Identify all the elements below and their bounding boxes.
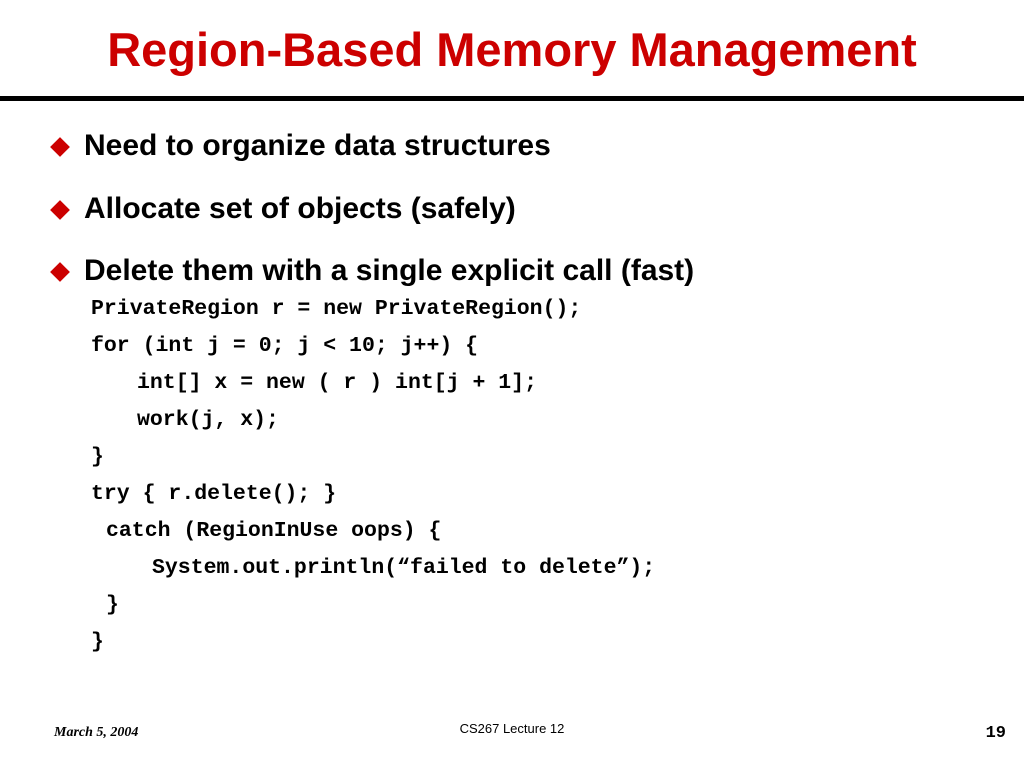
code-line: System.out.println(“failed to delete”);: [152, 556, 656, 580]
bullet-text: Allocate set of objects (safely): [84, 192, 516, 225]
code-line: try { r.delete(); }: [91, 482, 337, 506]
code-line: int[] x = new ( r ) int[j + 1];: [137, 371, 537, 395]
bullet-text: Delete them with a single explicit call …: [84, 254, 695, 287]
code-line: PrivateRegion r = new PrivateRegion();: [91, 297, 582, 321]
diamond-bullet-icon: [50, 262, 70, 282]
code-line: }: [106, 593, 119, 617]
code-line: }: [91, 630, 104, 654]
slide-title: Region-Based Memory Management: [107, 23, 917, 76]
bullet-text: Need to organize data structures: [84, 129, 551, 162]
diamond-bullet-icon: [50, 200, 70, 220]
page-number: 19: [985, 724, 1006, 743]
code-line: }: [91, 445, 104, 469]
code-line: work(j, x);: [137, 408, 279, 432]
code-line: for (int j = 0; j < 10; j++) {: [91, 334, 479, 358]
title-divider: [0, 96, 1024, 101]
code-line: catch (RegionInUse oops) {: [106, 519, 442, 543]
diamond-bullet-icon: [50, 137, 70, 157]
footer-course: CS267 Lecture 12: [459, 721, 565, 736]
footer-date: March 5, 2004: [54, 725, 139, 740]
